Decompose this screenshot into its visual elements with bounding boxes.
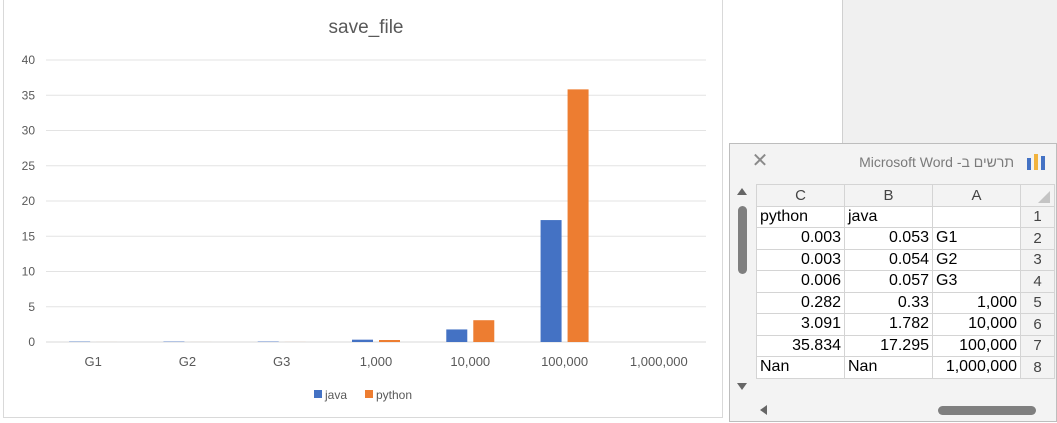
cell-c3[interactable]: 0.003 [757, 249, 845, 271]
cell-b1[interactable]: java [845, 206, 933, 228]
cell-b6[interactable]: 1.782 [845, 314, 933, 336]
window-titlebar: ✕ תרשים ב- Microsoft Word [730, 144, 1056, 180]
cell-a6[interactable]: 10,000 [933, 314, 1021, 336]
window-title: תרשים ב- Microsoft Word [859, 154, 1014, 170]
vertical-scrollbar[interactable] [735, 184, 749, 394]
horizontal-scrollbar[interactable] [758, 403, 1054, 417]
x-tick-label: 1,000 [360, 354, 393, 369]
row-number[interactable]: 5 [1021, 292, 1055, 314]
cell-c2[interactable]: 0.003 [757, 228, 845, 250]
x-tick-label: G2 [179, 354, 196, 369]
y-tick-label: 25 [22, 159, 36, 173]
legend-swatch-python [365, 390, 373, 398]
y-tick-label: 20 [22, 194, 36, 208]
cell-a2[interactable]: G1 [933, 228, 1021, 250]
legend-label-python: python [376, 388, 412, 402]
y-tick-label: 30 [22, 124, 36, 138]
cell-b5[interactable]: 0.33 [845, 292, 933, 314]
row-number[interactable]: 8 [1021, 357, 1055, 379]
row-number[interactable]: 4 [1021, 271, 1055, 293]
bar-java-5 [541, 220, 562, 342]
chart-title: save_file [329, 17, 404, 38]
x-tick-label: 1,000,000 [630, 354, 688, 369]
y-tick-label: 15 [22, 229, 36, 243]
y-tick-label: 5 [28, 300, 35, 314]
row-number[interactable]: 2 [1021, 228, 1055, 250]
select-all-corner[interactable] [1021, 185, 1055, 207]
scroll-left-icon[interactable] [760, 405, 767, 415]
column-header-c[interactable]: C [757, 185, 845, 207]
cell-a3[interactable]: G2 [933, 249, 1021, 271]
cell-b8[interactable]: Nan [845, 357, 933, 379]
scroll-down-icon[interactable] [737, 383, 747, 390]
x-tick-label: G1 [84, 354, 101, 369]
row-number[interactable]: 6 [1021, 314, 1055, 336]
column-header-b[interactable]: B [845, 185, 933, 207]
bar-java-3 [352, 340, 373, 342]
scroll-thumb-horizontal[interactable] [938, 406, 1036, 415]
bar-java-4 [446, 329, 467, 342]
legend-label-java: java [324, 388, 347, 402]
column-header-a[interactable]: A [933, 185, 1021, 207]
row-number[interactable]: 3 [1021, 249, 1055, 271]
bar-python-4 [473, 320, 494, 342]
bar-python-5 [568, 89, 589, 342]
y-tick-label: 40 [22, 53, 36, 67]
bar-python-3 [379, 340, 400, 342]
x-tick-label: G3 [273, 354, 290, 369]
cell-c5[interactable]: 0.282 [757, 292, 845, 314]
scroll-up-icon[interactable] [737, 188, 747, 195]
cell-b2[interactable]: 0.053 [845, 228, 933, 250]
cell-a7[interactable]: 100,000 [933, 335, 1021, 357]
cell-c7[interactable]: 35.834 [757, 335, 845, 357]
row-number[interactable]: 1 [1021, 206, 1055, 228]
background-panel [842, 0, 1057, 145]
legend-swatch-java [314, 390, 322, 398]
y-tick-label: 35 [22, 88, 36, 102]
column-header-row: C B A [757, 185, 1055, 207]
cell-c4[interactable]: 0.006 [757, 271, 845, 293]
scroll-thumb[interactable] [738, 206, 747, 274]
cell-b7[interactable]: 17.295 [845, 335, 933, 357]
cell-a1[interactable] [933, 206, 1021, 228]
close-icon[interactable]: ✕ [750, 151, 770, 171]
row-number[interactable]: 7 [1021, 335, 1055, 357]
cell-b3[interactable]: 0.054 [845, 249, 933, 271]
cell-c8[interactable]: Nan [757, 357, 845, 379]
y-tick-label: 10 [22, 265, 36, 279]
cell-c6[interactable]: 3.091 [757, 314, 845, 336]
cell-a4[interactable]: G3 [933, 271, 1021, 293]
cell-c1[interactable]: python [757, 206, 845, 228]
cell-b4[interactable]: 0.057 [845, 271, 933, 293]
cell-a8[interactable]: 1,000,000 [933, 357, 1021, 379]
chart-icon [1026, 152, 1046, 170]
cell-a5[interactable]: 1,000 [933, 292, 1021, 314]
x-tick-label: 100,000 [541, 354, 588, 369]
x-tick-label: 10,000 [450, 354, 490, 369]
y-tick-label: 0 [28, 335, 35, 349]
